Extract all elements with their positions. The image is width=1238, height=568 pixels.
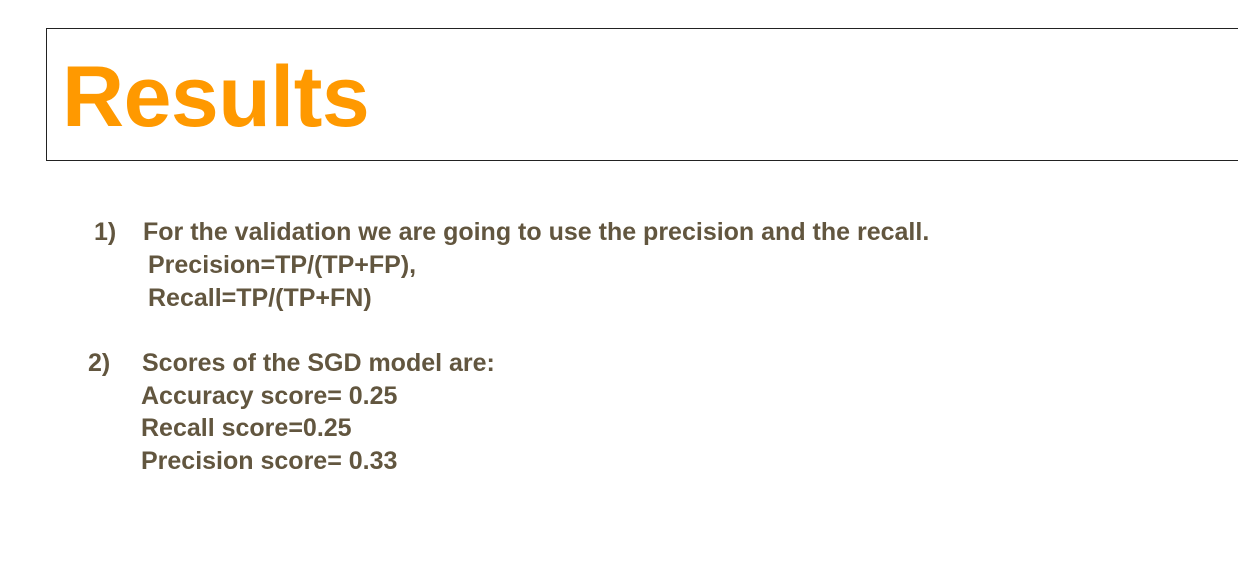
accuracy-score: Accuracy score= 0.25 [141,382,398,410]
item-number: 1) [94,218,117,246]
formula-recall: Recall=TP/(TP+FN) [148,284,372,312]
item-text: For the validation we are going to use t… [143,218,930,246]
item-number: 2) [88,349,111,377]
formula-precision: Precision=TP/(TP+FP), [148,251,417,279]
title-box: Results [46,28,1238,161]
item-text: Scores of the SGD model are: [142,349,495,377]
recall-score: Recall score=0.25 [141,414,352,442]
slide-title: Results [62,49,370,145]
precision-score: Precision score= 0.33 [141,447,398,475]
